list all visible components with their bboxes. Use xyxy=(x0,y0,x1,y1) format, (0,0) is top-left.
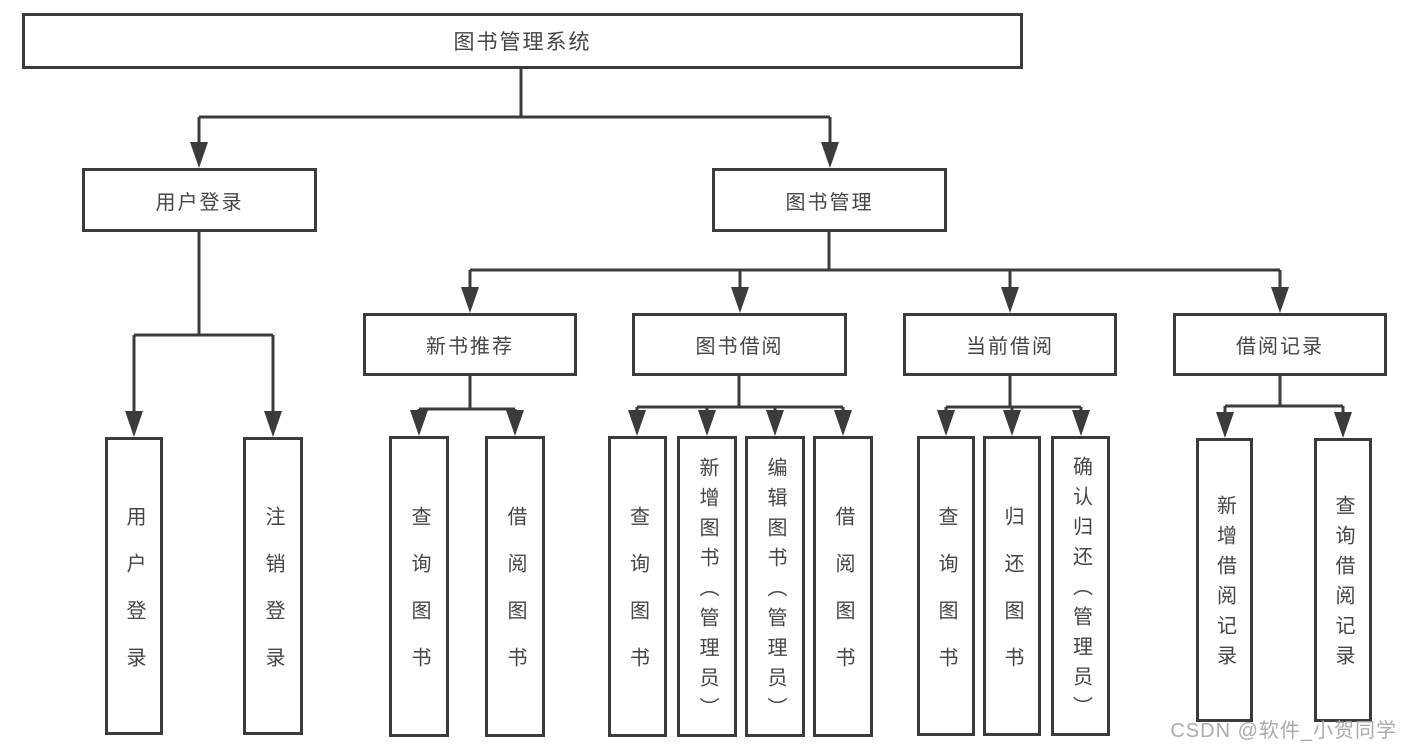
node-borrow-records: 借阅记录 xyxy=(1173,313,1387,376)
node-label: 注销登录 xyxy=(262,505,284,694)
node-label: 确认归还（管理员） xyxy=(1069,456,1092,726)
node-label: 用户登录 xyxy=(123,505,145,694)
connector-root-to-level1 xyxy=(190,69,839,168)
node-user-login: 用户登录 xyxy=(82,168,317,232)
node-label: 查询图书 xyxy=(408,506,430,694)
node-label: 归还图书 xyxy=(1001,505,1023,694)
connector-book-borrow-children xyxy=(628,376,852,436)
leaf-borrowing-add-books-admin: 新增图书（管理员） xyxy=(677,436,737,737)
connector-user-login-children xyxy=(125,232,282,437)
csdn-watermark: CSDN @软件_小贺同学 xyxy=(1170,720,1397,742)
node-label: 用户登录 xyxy=(155,191,244,214)
leaf-borrowing-query-books: 查询图书 xyxy=(608,436,667,737)
node-label: 查询图书 xyxy=(626,506,649,694)
node-label: 图书管理系统 xyxy=(453,31,592,54)
node-label: 图书借阅 xyxy=(695,336,784,358)
node-label: 编辑图书（管理员） xyxy=(764,456,786,727)
leaf-records-query-record: 查询借阅记录 xyxy=(1314,438,1372,722)
connector-borrow-records-children xyxy=(1216,376,1352,438)
leaf-current-query-books: 查询图书 xyxy=(917,436,975,736)
connector-current-borrow-children xyxy=(937,376,1090,436)
leaf-newbooks-borrow-books: 借阅图书 xyxy=(485,436,545,737)
node-label: 查询借阅记录 xyxy=(1332,495,1354,675)
node-label: 当前借阅 xyxy=(966,336,1054,358)
leaf-borrowing-edit-books-admin: 编辑图书（管理员） xyxy=(745,436,805,737)
node-label: 新增借阅记录 xyxy=(1213,495,1236,675)
node-label: 新书推荐 xyxy=(426,336,514,358)
leaf-newbooks-query-books: 查询图书 xyxy=(389,436,449,737)
node-label: 借阅图书 xyxy=(832,506,854,694)
node-current-borrowing: 当前借阅 xyxy=(903,313,1117,376)
leaf-borrowing-borrow-books: 借阅图书 xyxy=(813,436,873,737)
node-new-book-recommend: 新书推荐 xyxy=(363,313,577,376)
leaf-logout: 注销登录 xyxy=(243,437,303,735)
leaf-current-confirm-return-admin: 确认归还（管理员） xyxy=(1051,436,1110,736)
node-library-system: 图书管理系统 xyxy=(22,13,1023,69)
leaf-current-return-books: 归还图书 xyxy=(983,436,1041,736)
node-label: 借阅图书 xyxy=(504,506,526,694)
node-label: 借阅记录 xyxy=(1236,336,1324,358)
leaf-records-add-record: 新增借阅记录 xyxy=(1196,438,1253,722)
node-label: 新增图书（管理员） xyxy=(696,456,718,727)
connector-new-books-children xyxy=(410,376,524,436)
leaf-user-login: 用户登录 xyxy=(105,437,163,735)
node-book-borrowing: 图书借阅 xyxy=(632,313,847,376)
node-book-management: 图书管理 xyxy=(712,168,947,232)
connector-book-mgmt-children xyxy=(461,232,1289,313)
node-label: 图书管理 xyxy=(785,191,874,214)
node-label: 查询图书 xyxy=(935,505,957,694)
